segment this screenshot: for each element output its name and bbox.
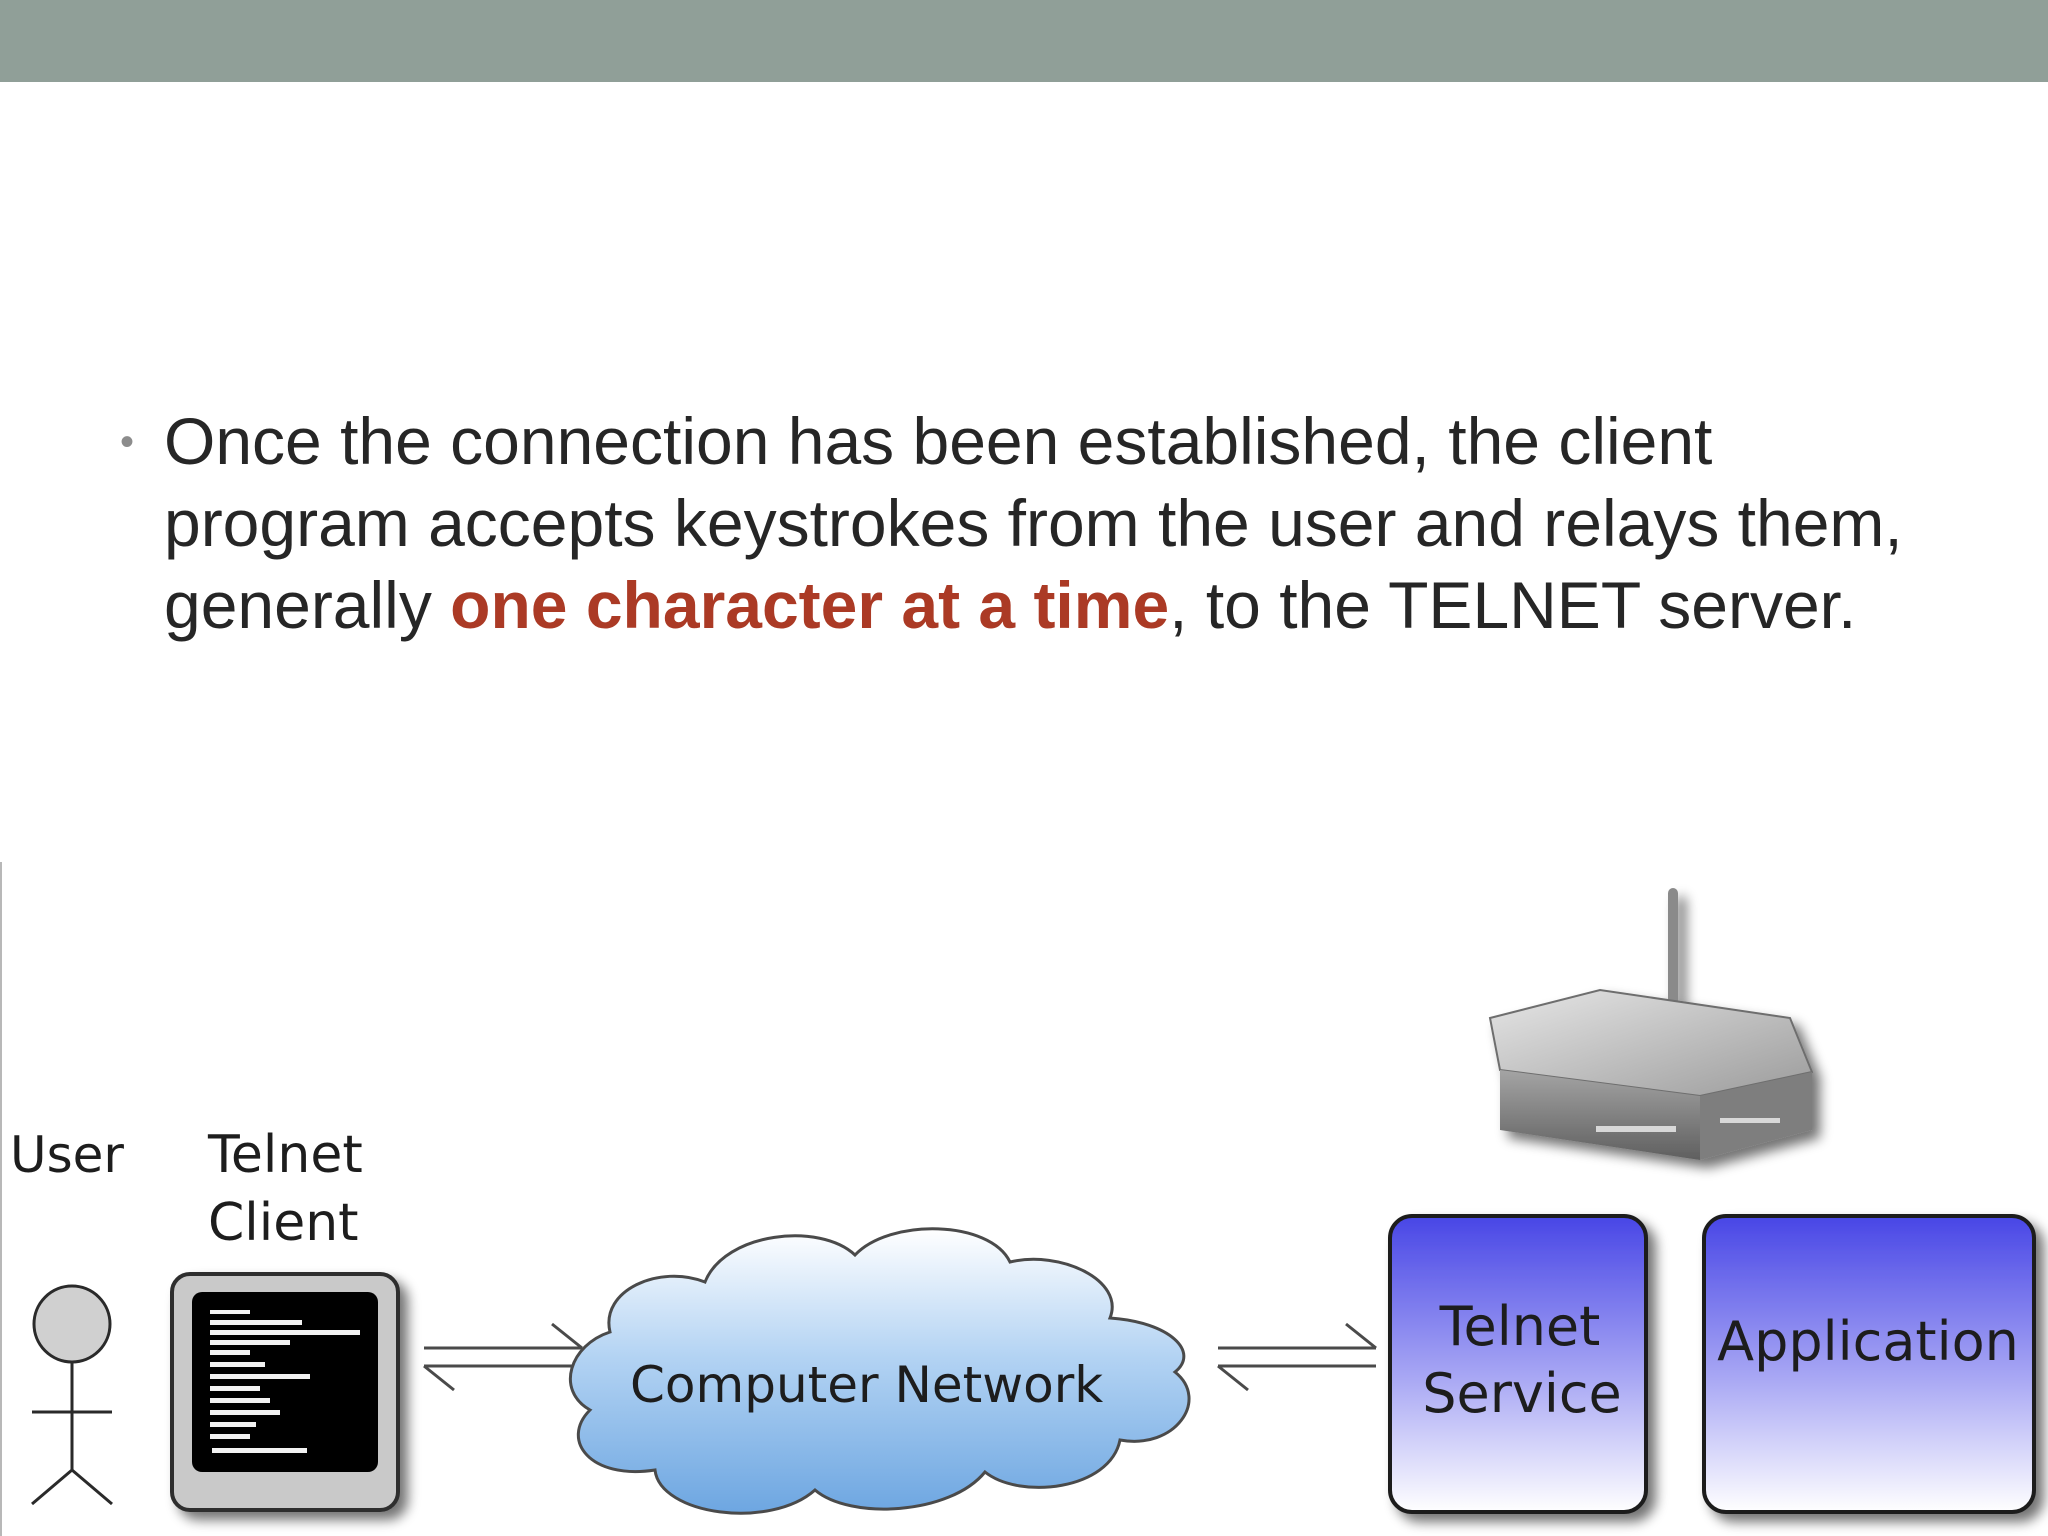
telnet-service-box — [1388, 1214, 1648, 1514]
client-label-line1: Telnet — [207, 1125, 363, 1185]
header-bar — [0, 0, 2048, 82]
cloud-icon — [568, 1227, 1191, 1515]
bullet-text: Once the connection has been established… — [164, 400, 1920, 646]
terminal-icon — [170, 1272, 400, 1512]
stick-figure-icon — [31, 1284, 113, 1506]
bullet-text-highlight: one character at a time — [450, 568, 1170, 642]
bullet-icon: • — [120, 420, 135, 464]
service-label-line1: Telnet — [1439, 1295, 1601, 1358]
application-label: Application — [1717, 1310, 2019, 1373]
user-label: User — [10, 1126, 124, 1184]
bullet-point: • Once the connection has been establish… — [120, 400, 1920, 646]
telnet-diagram: User Telnet Client — [0, 862, 2036, 1536]
service-label-line2: Service — [1422, 1362, 1622, 1425]
bullet-text-part1: Once the connection has been established… — [164, 404, 1903, 642]
application-box — [1702, 1214, 2036, 1514]
bullet-text-part2: , to the TELNET server. — [1169, 568, 1857, 642]
double-arrow-icon — [1217, 1322, 1377, 1392]
network-label: Computer Network — [630, 1356, 1103, 1414]
router-icon — [1488, 888, 1814, 1160]
client-label-line2: Client — [208, 1193, 359, 1253]
double-arrow-icon — [423, 1322, 583, 1392]
